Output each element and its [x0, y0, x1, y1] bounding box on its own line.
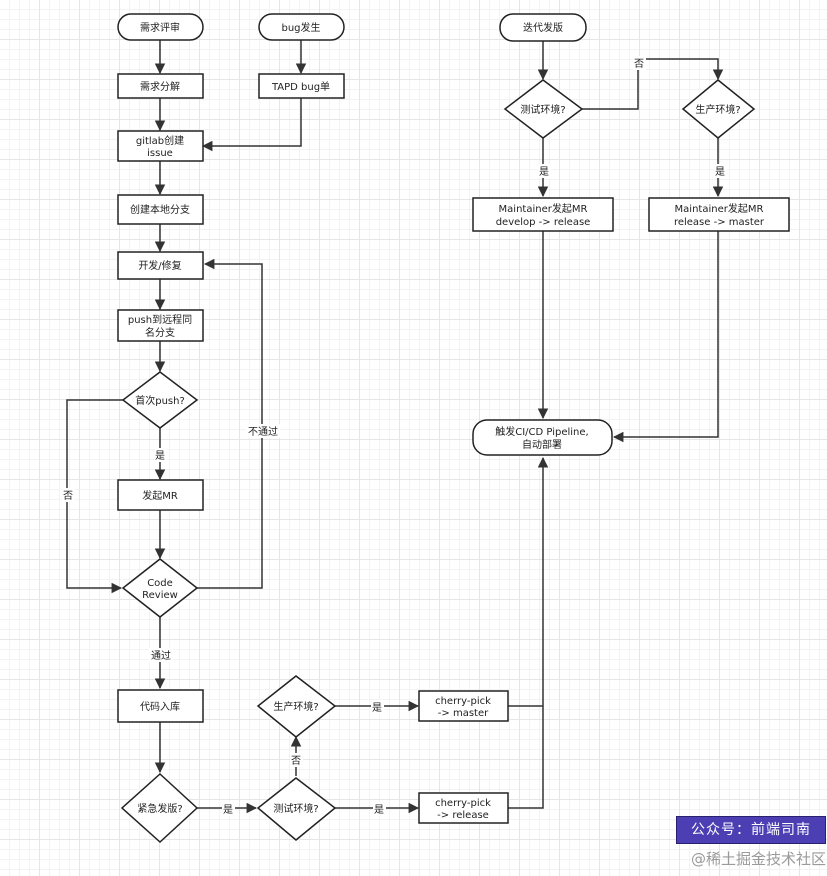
node-test-env-top: 测试环境?: [503, 79, 584, 139]
node-cherry-release: cherry-pick -> release: [418, 792, 509, 824]
wechat-account-badge: 公众号：前端司南: [676, 816, 826, 844]
node-cherry-master: cherry-pick -> master: [418, 690, 509, 722]
svg-text:紧急发版?: 紧急发版?: [137, 802, 182, 815]
edge-labels: 否 是 不通过 通过 是 否 是 是 否 是 是: [62, 56, 727, 816]
svg-text:TAPD bug单: TAPD bug单: [271, 81, 330, 93]
svg-text:代码入库: 代码入库: [140, 700, 180, 713]
label-test-no-top: 否: [634, 58, 644, 70]
svg-text:创建本地分支: 创建本地分支: [130, 203, 190, 216]
svg-text:gitlab创建: gitlab创建: [136, 134, 184, 147]
svg-text:自动部署: 自动部署: [522, 438, 562, 451]
node-prod-env-top: 生产环境?: [681, 79, 756, 139]
node-create-branch: 创建本地分支: [117, 194, 204, 225]
node-gitlab-issue: gitlab创建 issue: [117, 130, 204, 162]
label-prod-yes-bottom: 是: [372, 702, 382, 714]
node-merge-code: 代码入库: [117, 689, 204, 723]
label-first-no: 否: [63, 490, 73, 502]
label-test-yes-top: 是: [539, 166, 549, 178]
edge-tapd-to-issue: [201, 98, 302, 152]
svg-text:bug发生: bug发生: [281, 21, 320, 34]
svg-text:cherry-pick: cherry-pick: [435, 798, 491, 809]
label-prod-yes-top: 是: [715, 166, 725, 178]
node-test-env-bottom: 测试环境?: [256, 777, 337, 841]
edge-cherry-release-to-pipeline: [508, 456, 549, 809]
label-test-no-bottom: 否: [291, 755, 301, 767]
svg-text:-> master: -> master: [438, 708, 489, 719]
svg-text:-> release: -> release: [437, 810, 489, 821]
node-code-review: Code Review: [121, 558, 199, 618]
svg-text:测试环境?: 测试环境?: [273, 802, 318, 815]
label-review-notpass: 不通过: [248, 425, 278, 438]
svg-text:生产环境?: 生产环境?: [695, 103, 740, 116]
svg-text:生产环境?: 生产环境?: [273, 700, 318, 713]
svg-text:发起MR: 发起MR: [142, 489, 178, 502]
node-pipeline: 触发CI/CD Pipeline, 自动部署: [472, 419, 613, 456]
node-req-review: 需求评审: [117, 13, 204, 41]
svg-text:迭代发版: 迭代发版: [523, 21, 563, 34]
node-first-push: 首次push?: [121, 371, 199, 429]
svg-text:测试环境?: 测试环境?: [520, 103, 565, 116]
node-dev-fix: 开发/修复: [117, 251, 204, 280]
juejin-watermark: @稀土掘金技术社区: [690, 850, 826, 868]
svg-text:触发CI/CD Pipeline,: 触发CI/CD Pipeline,: [495, 425, 588, 438]
node-push-remote: push到远程同 名分支: [117, 309, 204, 342]
label-review-pass: 通过: [151, 649, 171, 662]
node-prod-env-bottom: 生产环境?: [256, 675, 337, 738]
svg-text:需求分解: 需求分解: [140, 80, 180, 93]
svg-text:issue: issue: [147, 148, 173, 159]
svg-text:develop -> release: develop -> release: [496, 217, 591, 228]
svg-text:需求评审: 需求评审: [140, 21, 180, 34]
node-req-split: 需求分解: [117, 73, 204, 99]
svg-text:Code: Code: [147, 578, 173, 589]
svg-text:首次push?: 首次push?: [135, 394, 185, 407]
node-urgent-release: 紧急发版?: [120, 772, 199, 844]
svg-text:push到远程同: push到远程同: [128, 314, 192, 326]
svg-text:Review: Review: [142, 590, 178, 601]
node-mr-master: Maintainer发起MR release -> master: [648, 197, 790, 232]
node-mr-develop: Maintainer发起MR develop -> release: [472, 197, 614, 232]
svg-text:cherry-pick: cherry-pick: [435, 696, 491, 707]
edge-first-no-to-review: [66, 399, 123, 594]
node-bug-occur: bug发生: [258, 13, 345, 41]
node-create-mr: 发起MR: [117, 479, 204, 511]
edge-mr-master-to-pipeline: [612, 231, 719, 443]
node-iteration-release: 迭代发版: [499, 13, 587, 42]
svg-text:Maintainer发起MR: Maintainer发起MR: [499, 202, 588, 215]
node-tapd-bug: TAPD bug单: [258, 73, 345, 99]
svg-text:Maintainer发起MR: Maintainer发起MR: [675, 202, 764, 215]
nodes: 需求评审 bug发生 迭代发版 触发CI/CD Pipeline, 自动部署 需…: [117, 13, 790, 844]
label-first-yes: 是: [155, 450, 165, 462]
svg-text:名分支: 名分支: [145, 326, 175, 339]
svg-text:release -> master: release -> master: [674, 217, 765, 228]
label-urgent-yes: 是: [223, 804, 233, 816]
label-test-yes-bottom: 是: [374, 804, 384, 816]
svg-text:开发/修复: 开发/修复: [138, 259, 181, 272]
